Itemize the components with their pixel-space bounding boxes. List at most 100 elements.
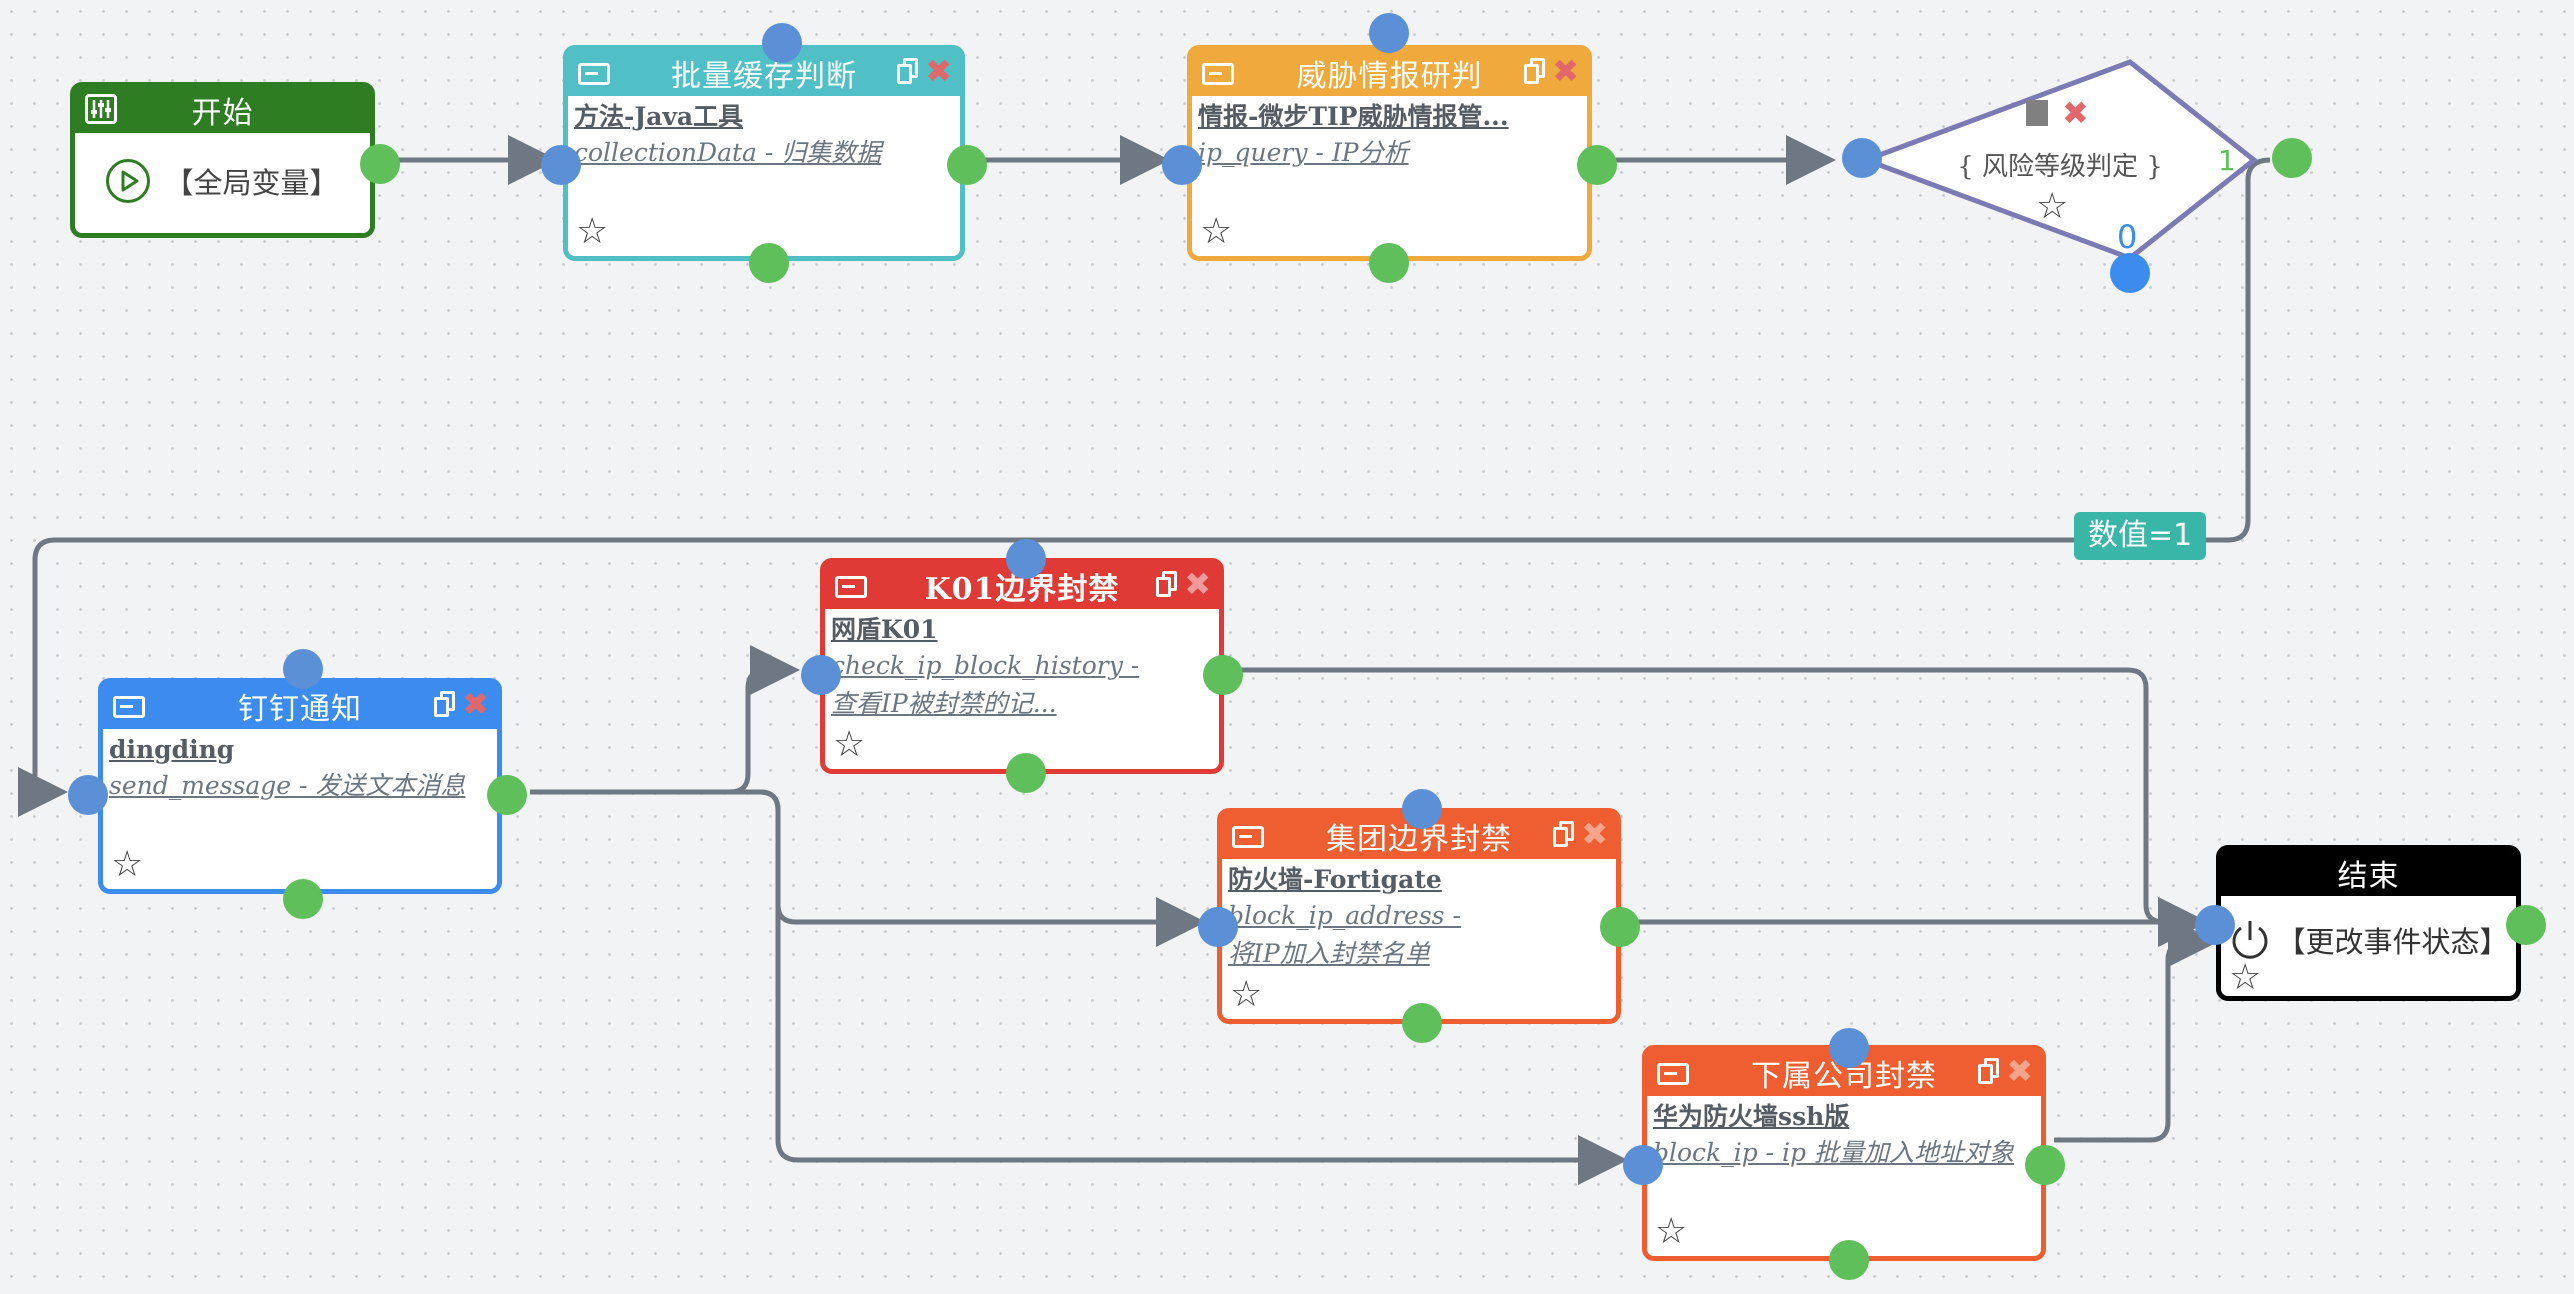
star-icon[interactable]: ☆ <box>2229 957 2262 998</box>
copy-icon[interactable] <box>897 58 920 84</box>
node-sub-block[interactable]: 下属公司封禁 ✖ 华为防火墙ssh版 block_ip - ip 批量加入地址对… <box>1623 1028 2065 1280</box>
port-out[interactable] <box>2025 1145 2065 1185</box>
edge-sub-to-end <box>2054 917 2218 1143</box>
node-start-global-vars[interactable]: 【全局变量】 <box>164 166 339 200</box>
window-icon <box>578 63 610 85</box>
node-group-block[interactable]: 集团边界封禁 ✖ 防火墙-Fortigate block_ip_address … <box>1198 789 1640 1043</box>
port-top[interactable] <box>1829 1028 1869 1068</box>
node-app-link[interactable]: 方法-Java工具 <box>574 102 744 131</box>
node-app-link[interactable]: dingding <box>109 735 235 764</box>
node-action-link[interactable]: block_ip_address - <box>1228 901 1461 930</box>
star-icon[interactable]: ☆ <box>2036 186 2069 227</box>
play-icon <box>106 159 151 203</box>
node-start-header: 开始 <box>75 87 370 133</box>
port-out[interactable] <box>1203 655 1243 695</box>
node-threat-intel[interactable]: 威胁情报研判 ✖ 情报-微步TIP威胁情报管... ip_query - IP分… <box>1162 13 1617 283</box>
port-out[interactable] <box>2506 905 2546 945</box>
port-in[interactable] <box>2195 905 2235 945</box>
star-icon[interactable]: ☆ <box>1200 211 1233 252</box>
node-action-link[interactable]: check_ip_block_history - <box>831 651 1140 680</box>
port-top[interactable] <box>1402 789 1442 829</box>
star-icon[interactable]: ☆ <box>1655 1211 1688 1252</box>
port-top[interactable] <box>1006 539 1046 579</box>
port-in[interactable] <box>801 655 841 695</box>
port-out[interactable] <box>947 145 987 185</box>
port-out[interactable] <box>487 775 527 815</box>
node-title: 批量缓存判断 <box>671 59 857 94</box>
edge-dingding-to-group <box>530 789 1206 947</box>
node-risk-decision[interactable]: ✖ { 风险等级判定 } ☆ 1 0 <box>1840 58 2420 293</box>
star-icon[interactable]: ☆ <box>576 211 609 252</box>
window-icon <box>1232 826 1264 848</box>
port-in[interactable] <box>1842 138 1882 178</box>
node-end[interactable]: 结束 【更改事件状态】 ☆ <box>2195 845 2546 1001</box>
copy-icon[interactable] <box>1553 821 1576 847</box>
node-end-body: 【更改事件状态】 <box>2221 896 2516 980</box>
port-false[interactable] <box>2110 253 2150 293</box>
node-start-title: 开始 <box>191 96 254 131</box>
node-title: 威胁情报研判 <box>1296 59 1483 94</box>
node-dingding[interactable]: 钉钉通知 ✖ dingding send_message - 发送文本消息 ☆ <box>68 649 527 919</box>
node-action-link[interactable]: collectionData - 归集数据 <box>574 138 882 167</box>
node-action-link[interactable]: block_ip - ip 批量加入地址对象 <box>1653 1138 2014 1167</box>
port-in[interactable] <box>68 775 108 815</box>
star-icon[interactable]: ☆ <box>111 844 144 885</box>
window-icon <box>113 696 145 718</box>
node-action-link[interactable]: ip_query - IP分析 <box>1198 138 1409 167</box>
node-action-link[interactable]: send_message - 发送文本消息 <box>109 771 466 800</box>
close-icon[interactable]: ✖ <box>1581 815 1608 853</box>
close-icon[interactable]: ✖ <box>1184 565 1211 603</box>
node-batch-cache[interactable]: 批量缓存判断 ✖ 方法-Java工具 collectionData - 归集数据… <box>541 23 987 283</box>
port-in[interactable] <box>1198 907 1238 947</box>
branch-true-label: 1 <box>2218 144 2236 177</box>
node-app-link[interactable]: 情报-微步TIP威胁情报管... <box>1198 102 1509 131</box>
star-icon[interactable]: ☆ <box>1230 974 1263 1015</box>
port-bottom[interactable] <box>1006 753 1046 793</box>
port-top[interactable] <box>1369 13 1409 53</box>
port-true[interactable] <box>2272 138 2312 178</box>
port-bottom[interactable] <box>1369 243 1409 283</box>
port-in[interactable] <box>1623 1145 1663 1185</box>
node-start-body: 【全局变量】 <box>75 133 370 229</box>
copy-icon[interactable] <box>1978 1058 2001 1084</box>
node-threat-intel-header: 威胁情报研判 ✖ <box>1192 50 1587 96</box>
node-app-link[interactable]: 网盾K01 <box>831 615 938 644</box>
close-icon[interactable]: ✖ <box>462 685 489 723</box>
node-action-desc[interactable]: 将IP加入封禁名单 <box>1228 939 1430 968</box>
port-top[interactable] <box>283 649 323 689</box>
node-end-update-status[interactable]: 【更改事件状态】 <box>2276 925 2509 959</box>
decision-text: { 风险等级判定 } <box>1957 152 2163 182</box>
star-icon[interactable]: ☆ <box>833 724 866 765</box>
port-in[interactable] <box>541 145 581 185</box>
node-dingding-header: 钉钉通知 ✖ <box>103 683 497 729</box>
port-out[interactable] <box>1577 145 1617 185</box>
node-app-link[interactable]: 防火墙-Fortigate <box>1228 865 1442 894</box>
window-icon <box>1202 63 1234 85</box>
node-action-desc[interactable]: 查看IP被封禁的记... <box>831 689 1057 718</box>
node-app-link[interactable]: 华为防火墙ssh版 <box>1653 1102 1850 1131</box>
port-bottom[interactable] <box>1402 1003 1442 1043</box>
port-bottom[interactable] <box>283 879 323 919</box>
port-top[interactable] <box>762 23 802 63</box>
node-title: 钉钉通知 <box>238 692 362 727</box>
close-icon[interactable]: ✖ <box>2062 94 2089 132</box>
close-icon[interactable]: ✖ <box>2006 1052 2033 1090</box>
copy-icon[interactable] <box>2026 100 2048 126</box>
copy-icon[interactable] <box>434 691 457 717</box>
copy-icon[interactable] <box>1524 58 1547 84</box>
close-icon[interactable]: ✖ <box>925 52 952 90</box>
node-start[interactable]: 开始 【全局变量】 <box>70 82 400 238</box>
node-batch-cache-header: 批量缓存判断 ✖ <box>568 50 960 96</box>
port-out[interactable] <box>1600 907 1640 947</box>
port-bottom[interactable] <box>749 243 789 283</box>
window-icon <box>1657 1063 1689 1085</box>
window-icon <box>835 576 867 598</box>
copy-icon[interactable] <box>1156 571 1179 597</box>
port-in[interactable] <box>1162 145 1202 185</box>
close-icon[interactable]: ✖ <box>1552 52 1579 90</box>
node-k01-block[interactable]: K01边界封禁 ✖ 网盾K01 check_ip_block_history -… <box>801 539 1243 793</box>
edge-label-value-1[interactable]: 数值=1 <box>2074 512 2207 560</box>
port-bottom[interactable] <box>1829 1240 1869 1280</box>
port-out[interactable] <box>360 144 400 184</box>
